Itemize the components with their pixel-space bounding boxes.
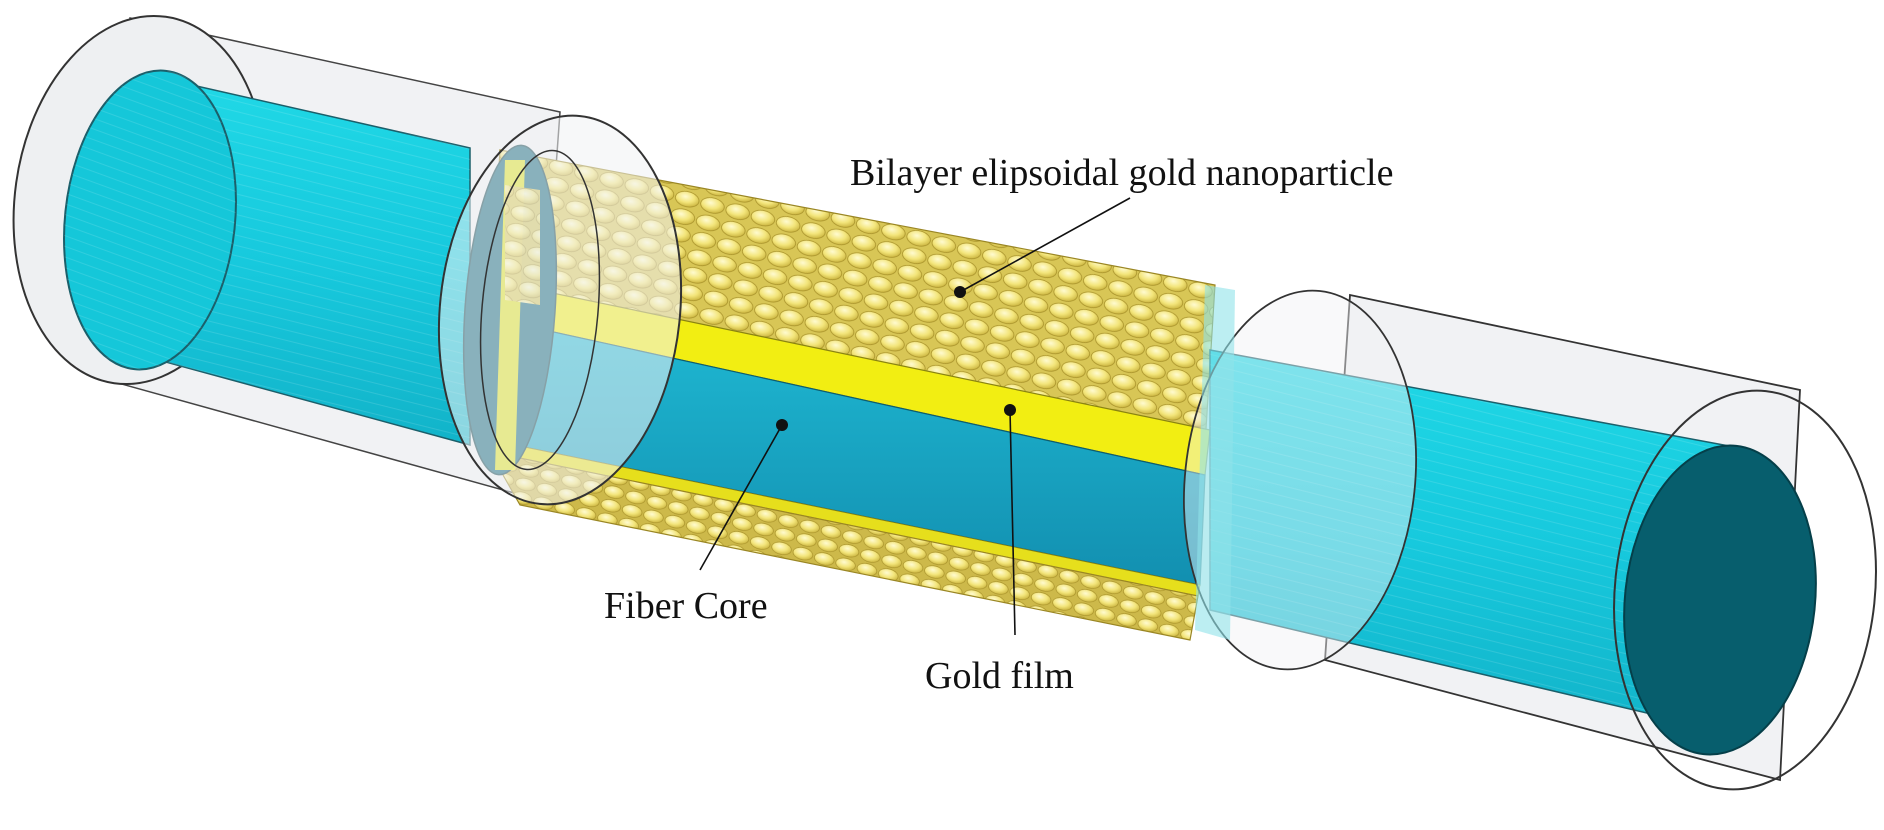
label-gold-film: Gold film (925, 655, 1074, 697)
callout-line-nanoparticle (959, 197, 1131, 293)
label-nanoparticle: Bilayer elipsoidal gold nanoparticle (850, 152, 1393, 194)
callout-line-gold-film (1009, 409, 1016, 636)
right-core-end-face (1623, 444, 1817, 756)
callout-dot-fiber-core (776, 419, 788, 431)
right-fiber-section (1183, 285, 1877, 791)
callout-line-fiber-core (699, 424, 783, 571)
callout-dot-gold-film (1004, 404, 1016, 416)
left-cladding-ring (437, 114, 683, 506)
right-cladding-ring (1183, 289, 1417, 671)
callout-dot-nanoparticle (954, 286, 966, 298)
left-fiber-section (12, 14, 561, 499)
right-cladding-end (1613, 389, 1877, 791)
label-fiber-core: Fiber Core (604, 585, 768, 627)
callouts: Bilayer elipsoidal gold nanoparticle Fib… (604, 152, 1393, 697)
